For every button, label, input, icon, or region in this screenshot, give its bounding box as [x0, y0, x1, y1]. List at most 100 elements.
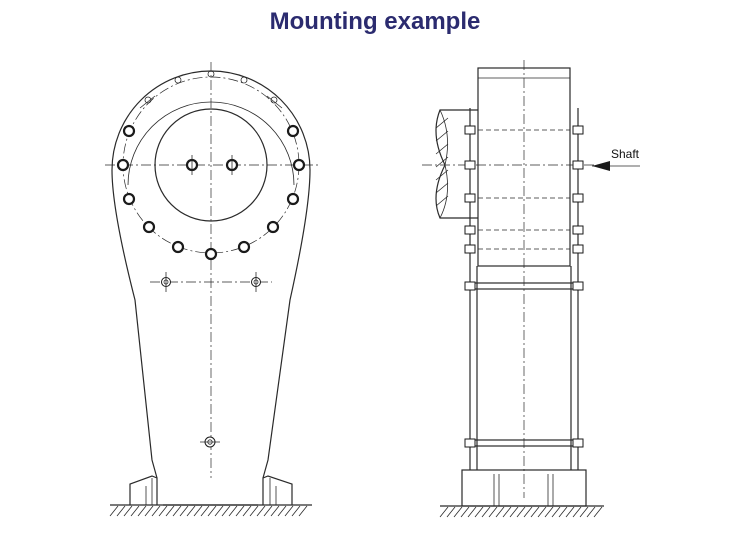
- hatch-stroke: [446, 506, 456, 518]
- shaft-arrow-head: [592, 161, 610, 171]
- side-bolt-head: [572, 160, 584, 170]
- hatch-stroke: [558, 506, 568, 518]
- hatch-stroke: [474, 506, 484, 518]
- small-hole: [144, 96, 152, 104]
- side-bolt-head: [572, 125, 584, 135]
- side-bolt-head: [464, 125, 476, 135]
- hatch-stroke: [516, 506, 526, 518]
- hatch-stroke: [586, 506, 596, 518]
- hatch-stroke: [172, 505, 182, 517]
- side-bolt-head: [464, 225, 476, 235]
- hatch-stroke: [523, 506, 533, 518]
- side-bolt-head: [464, 438, 476, 448]
- hatch-stroke: [277, 505, 287, 517]
- side-bolt-head: [572, 244, 584, 254]
- hatch-stroke: [488, 506, 498, 518]
- hatch-stroke: [435, 169, 449, 181]
- hatch-stroke: [263, 505, 273, 517]
- flange-bolt: [266, 220, 280, 234]
- hatch-stroke: [207, 505, 217, 517]
- hatch-stroke: [593, 506, 603, 518]
- small-hole: [270, 96, 278, 104]
- flange-bolt: [171, 240, 185, 254]
- hatch-stroke: [123, 505, 133, 517]
- hatch-stroke: [435, 143, 449, 155]
- hatch-stroke: [165, 505, 175, 517]
- front-arc-tick-left: [139, 95, 156, 109]
- hatch-stroke: [565, 506, 575, 518]
- side-bolt-head: [572, 438, 584, 448]
- hatch-stroke: [537, 506, 547, 518]
- hatch-stroke: [228, 505, 238, 517]
- flange-bolt: [122, 192, 136, 206]
- hatch-stroke: [214, 505, 224, 517]
- side-bolt-head: [572, 193, 584, 203]
- hatch-stroke: [453, 506, 463, 518]
- hatch-stroke: [435, 195, 449, 207]
- hatch-stroke: [544, 506, 554, 518]
- front-top-small-holes: [144, 70, 278, 104]
- hatch-stroke: [579, 506, 589, 518]
- hatch-stroke: [144, 505, 154, 517]
- hatch-stroke: [435, 182, 449, 194]
- flange-bolt: [204, 247, 218, 261]
- hatch-stroke: [256, 505, 266, 517]
- hatch-stroke: [435, 130, 449, 142]
- side-bolt-head: [572, 225, 584, 235]
- flange-bolt: [116, 158, 130, 172]
- hatch-stroke: [151, 505, 161, 517]
- hatch-stroke: [193, 505, 203, 517]
- front-lower-bolts: [161, 272, 261, 292]
- hatch-stroke: [137, 505, 147, 517]
- shaft-section-hatch: [435, 117, 449, 207]
- hatch-stroke: [235, 505, 245, 517]
- hatch-stroke: [481, 506, 491, 518]
- side-bolt-head: [464, 281, 476, 291]
- hatch-stroke: [158, 505, 168, 517]
- hatch-stroke: [270, 505, 280, 517]
- hatch-stroke: [439, 506, 449, 518]
- hatch-stroke: [435, 117, 449, 129]
- base-bracket-left: [129, 475, 158, 505]
- side-bolt-head: [464, 160, 476, 170]
- small-hole: [174, 76, 182, 84]
- front-hub-bolts: [185, 155, 239, 175]
- diagram-title: Mounting example: [269, 8, 481, 35]
- flange-bolt: [286, 124, 300, 138]
- shaft-label: Shaft: [611, 147, 640, 161]
- hatch-stroke: [502, 506, 512, 518]
- front-flange-bolts: [116, 124, 306, 261]
- front-ground-hatch: [109, 505, 308, 517]
- hatch-stroke: [509, 506, 519, 518]
- flange-bolt: [292, 158, 306, 172]
- hatch-stroke: [495, 506, 505, 518]
- hatch-stroke: [221, 505, 231, 517]
- hatch-stroke: [435, 156, 449, 168]
- hatch-stroke: [467, 506, 477, 518]
- side-bolt-head: [464, 193, 476, 203]
- hatch-stroke: [530, 506, 540, 518]
- hatch-stroke: [291, 505, 301, 517]
- hatch-stroke: [186, 505, 196, 517]
- hatch-stroke: [284, 505, 294, 517]
- flange-bolt: [237, 240, 251, 254]
- side-bolt-head: [464, 244, 476, 254]
- side-bolts: [464, 125, 584, 448]
- hatch-stroke: [179, 505, 189, 517]
- hatch-stroke: [249, 505, 259, 517]
- hatch-stroke: [572, 506, 582, 518]
- front-arc-tick-right: [266, 95, 283, 109]
- side-view: Shaft: [422, 60, 640, 518]
- hatch-stroke: [200, 505, 210, 517]
- side-ground-hatch: [439, 506, 603, 518]
- hatch-stroke: [116, 505, 126, 517]
- front-view: [105, 62, 320, 517]
- front-base: [109, 475, 312, 517]
- flange-bolt: [142, 220, 156, 234]
- hatch-stroke: [551, 506, 561, 518]
- flange-bolt: [286, 192, 300, 206]
- small-hole: [207, 70, 215, 78]
- hatch-stroke: [298, 505, 308, 517]
- hatch-stroke: [242, 505, 252, 517]
